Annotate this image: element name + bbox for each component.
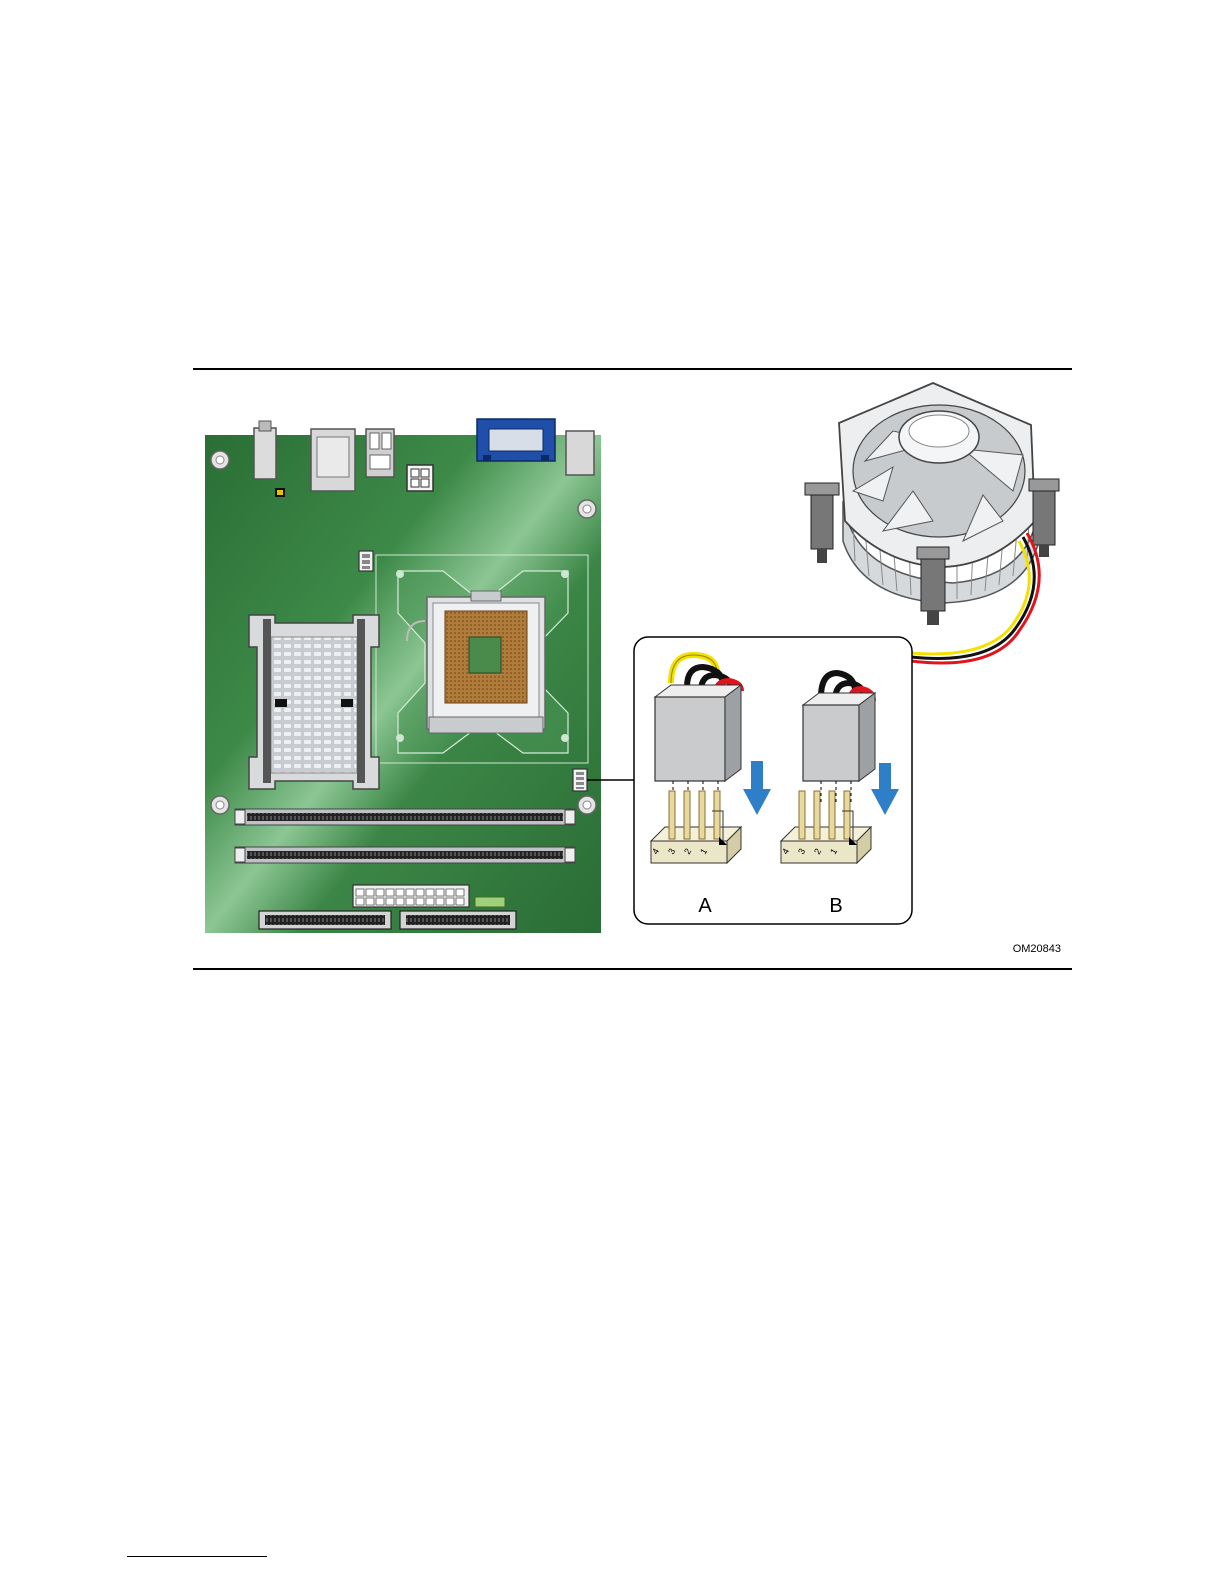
- figure-id-label: OM20843: [1013, 943, 1061, 955]
- connector-b-label: B: [829, 895, 842, 917]
- footnote-rule: [127, 1556, 267, 1557]
- connector-a-label: A: [698, 895, 712, 917]
- chipset-heatsink: [249, 615, 379, 789]
- top-rule: [193, 368, 1072, 370]
- serial-port: [566, 431, 594, 475]
- audio-jack: [254, 428, 276, 479]
- ide-connectors: [259, 911, 516, 929]
- fan-header-figure: 4 3 2 1 A: [193, 371, 1072, 969]
- cpu-fan-header: [573, 769, 587, 791]
- heatsink-clip-left: [263, 619, 271, 783]
- heatsink-clip-right: [357, 619, 365, 783]
- atx12v-connector: [407, 465, 433, 491]
- cpu-socket: [407, 591, 545, 733]
- connector-detail-callout: 4 3 2 1 A: [634, 637, 912, 924]
- motherboard: [205, 419, 634, 933]
- rear-fan-header: [359, 551, 373, 571]
- processor-fan-heatsink: [805, 383, 1059, 663]
